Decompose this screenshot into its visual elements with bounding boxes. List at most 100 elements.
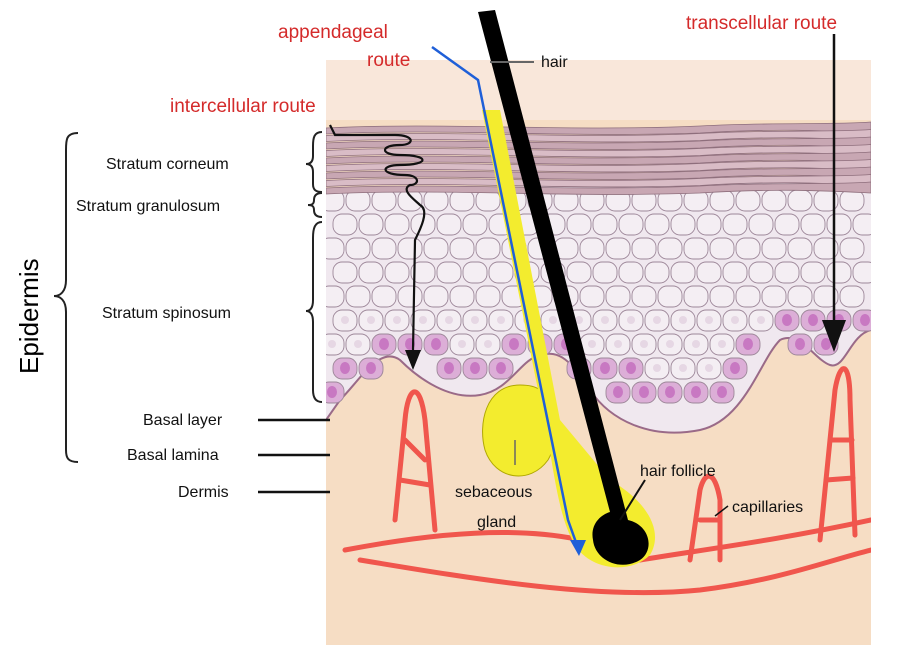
spinous-cell — [853, 262, 877, 283]
spinous-cell — [346, 334, 370, 355]
hair-follicle-label: hair follicle — [640, 463, 716, 480]
spinous-cell — [619, 262, 643, 283]
spinous-cell — [398, 238, 422, 259]
spinous-cell — [619, 310, 643, 331]
spinous-cell — [697, 358, 721, 379]
sebaceous-gland-label-2: gland — [477, 514, 516, 531]
spinous-cell — [593, 214, 617, 235]
sebaceous-gland-label-1: sebaceous — [455, 484, 532, 501]
spinous-cell — [762, 286, 786, 307]
spinous-cell — [580, 286, 604, 307]
spinous-cell — [749, 214, 773, 235]
spinous-cell — [424, 190, 448, 211]
spinous-cell — [801, 214, 825, 235]
spinous-cell — [619, 214, 643, 235]
spinous-cell — [645, 214, 669, 235]
spinous-cell — [697, 262, 721, 283]
spinous-cell — [385, 262, 409, 283]
spinous-cell — [593, 262, 617, 283]
spinous-cell — [476, 286, 500, 307]
spinous-cell — [424, 286, 448, 307]
spinous-cell — [645, 262, 669, 283]
spinous-cell — [437, 214, 461, 235]
spinous-cell — [749, 310, 773, 331]
spinous-cell — [671, 358, 695, 379]
spinous-cell — [580, 238, 604, 259]
spinous-cell — [827, 262, 851, 283]
basal-cell — [359, 358, 383, 379]
spinous-cell — [398, 190, 422, 211]
spinous-cell — [450, 286, 474, 307]
basal-cell — [775, 310, 799, 331]
spinous-cell — [320, 286, 344, 307]
basal-cell — [684, 382, 708, 403]
appendageal-route-label-1: appendageal — [278, 22, 388, 43]
spinous-cell — [333, 310, 357, 331]
basal-cell — [788, 334, 812, 355]
spinous-cell — [632, 238, 656, 259]
spinosum-brace — [306, 222, 322, 402]
spinous-cell — [684, 334, 708, 355]
spinous-cell — [658, 286, 682, 307]
spinous-cell — [671, 310, 695, 331]
spinous-cell — [788, 286, 812, 307]
intercellular-route-label: intercellular route — [170, 96, 316, 117]
spinous-cell — [840, 190, 864, 211]
basal-cell — [619, 358, 643, 379]
spinous-cell — [749, 262, 773, 283]
basal-cell — [372, 334, 396, 355]
spinous-cell — [463, 214, 487, 235]
spinous-cell — [788, 190, 812, 211]
spinous-cell — [489, 262, 513, 283]
spinous-cell — [697, 310, 721, 331]
spinous-cell — [372, 238, 396, 259]
spinous-cell — [840, 286, 864, 307]
basal-cell — [333, 358, 357, 379]
spinous-cell — [359, 214, 383, 235]
basal-cell — [463, 358, 487, 379]
corneum-brace — [306, 132, 322, 192]
spinous-cell — [801, 262, 825, 283]
spinous-cell — [645, 310, 669, 331]
spinous-cell — [593, 310, 617, 331]
spinous-cell — [710, 286, 734, 307]
spinous-cell — [359, 310, 383, 331]
spinous-cell — [606, 334, 630, 355]
spinous-cell — [346, 238, 370, 259]
spinous-cell — [450, 238, 474, 259]
stratum-granulosum-label: Stratum granulosum — [76, 198, 220, 215]
spinous-cell — [437, 262, 461, 283]
spinous-cell — [775, 262, 799, 283]
spinous-cell — [840, 238, 864, 259]
appendageal-route-label-2: route — [367, 50, 410, 71]
spinous-cell — [632, 286, 656, 307]
spinous-cell — [736, 286, 760, 307]
spinous-cell — [710, 190, 734, 211]
spinous-cell — [320, 334, 344, 355]
spinous-cell — [606, 238, 630, 259]
spinous-cell — [476, 334, 500, 355]
spinous-cell — [359, 262, 383, 283]
spinous-cell — [385, 310, 409, 331]
spinous-cell — [424, 238, 448, 259]
spinous-cell — [684, 238, 708, 259]
spinous-cell — [463, 310, 487, 331]
spinous-cell — [658, 334, 682, 355]
dermis-label: Dermis — [178, 484, 229, 501]
spinous-cell — [333, 262, 357, 283]
spinous-cell — [723, 262, 747, 283]
basal-cell — [723, 358, 747, 379]
basal-cell — [320, 382, 344, 403]
spinous-cell — [372, 190, 396, 211]
spinous-cell — [723, 214, 747, 235]
basal-cell — [424, 334, 448, 355]
spinous-cell — [684, 286, 708, 307]
basal-cell — [489, 358, 513, 379]
spinous-cell — [398, 286, 422, 307]
basal-cell — [658, 382, 682, 403]
basal-cell — [853, 310, 877, 331]
basal-cell — [632, 382, 656, 403]
spinous-cell — [346, 286, 370, 307]
spinous-cell — [450, 190, 474, 211]
